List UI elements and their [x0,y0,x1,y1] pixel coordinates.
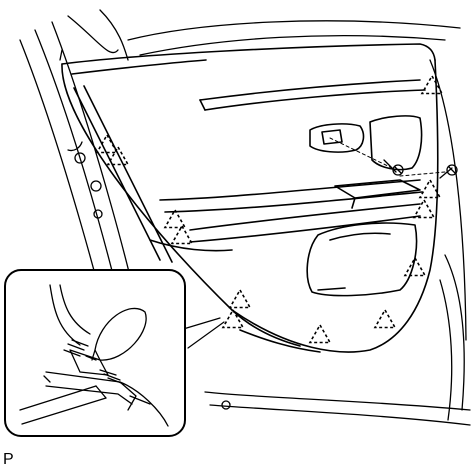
clip-marker [221,308,245,329]
door-trim-panel [61,43,439,353]
clip-marker [170,224,194,245]
detail-leader-lines [179,317,225,349]
clip-marker [418,178,442,199]
clip-marker [106,145,130,166]
door-frame [19,9,471,426]
clip-marker [228,288,252,309]
clip-marker [420,74,444,95]
clip-marker [95,133,119,154]
clip-marker [412,198,436,219]
corner-label: P [3,451,14,468]
clip-markers [95,74,444,344]
screw-guide-lines [329,137,446,177]
screw-2 [439,164,458,179]
clip-marker [403,256,427,277]
screw-1 [383,159,404,176]
clip-marker [308,323,332,344]
clip-detail-inset [4,269,186,437]
clip-marker [163,208,187,229]
clip-marker [373,308,397,329]
